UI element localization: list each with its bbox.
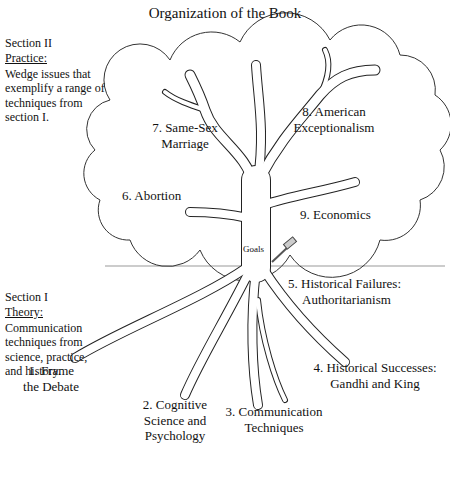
ground-line: [105, 266, 445, 267]
section-heading: Section I: [5, 290, 125, 304]
chapter-label: 1. Frame the Debate: [22, 363, 80, 394]
hammer-head: [283, 237, 296, 249]
tree-branch: [165, 92, 205, 110]
tree-root: [75, 268, 246, 358]
chapter-label: 8. American Exceptionalism: [288, 104, 380, 135]
tree-root: [75, 268, 246, 358]
diagram-title: Organization of the Book: [0, 4, 450, 22]
tree-root: [258, 300, 285, 400]
tree-branch: [256, 65, 261, 180]
tree-root: [185, 270, 250, 395]
tree-branch: [264, 182, 355, 205]
chapter-label: 4. Historical Successes: Gandhi and King: [305, 360, 445, 391]
chapter-label: 9. Economics: [300, 207, 400, 223]
hammer-symbol: [272, 237, 297, 262]
tree-fill: [75, 50, 375, 405]
chapter-label: 5. Historical Failures: Authoritarianism: [288, 276, 428, 307]
tree-branch: [320, 50, 328, 95]
tree-trunk: [242, 180, 270, 268]
chapter-label: 2. Cognitive Science and Psychology: [135, 397, 215, 444]
tree-branch: [190, 212, 248, 218]
tree-root: [258, 300, 285, 400]
tree-root: [252, 270, 258, 405]
tree-outline: [75, 50, 375, 405]
tree-branch: [256, 65, 261, 180]
tree-trunk: [241, 180, 271, 268]
chapter-label: 6. Abortion: [122, 188, 212, 204]
section-subheading: Practice:: [5, 51, 125, 65]
section-heading: Section II: [5, 36, 125, 50]
tree-branch: [264, 182, 355, 205]
section-description: Wedge issues that exemplify a range of t…: [5, 67, 113, 125]
tree-canopy: [84, 13, 450, 281]
chapter-label: 3. Communication Techniques: [222, 404, 326, 435]
chapter-label: 7. Same-Sex Marriage: [145, 120, 225, 151]
tree-root: [252, 270, 258, 405]
hammer-handle: [272, 247, 288, 262]
section-subheading: Theory:: [5, 305, 125, 319]
tree-branch: [190, 212, 248, 218]
goals-label: Goals: [243, 244, 283, 255]
